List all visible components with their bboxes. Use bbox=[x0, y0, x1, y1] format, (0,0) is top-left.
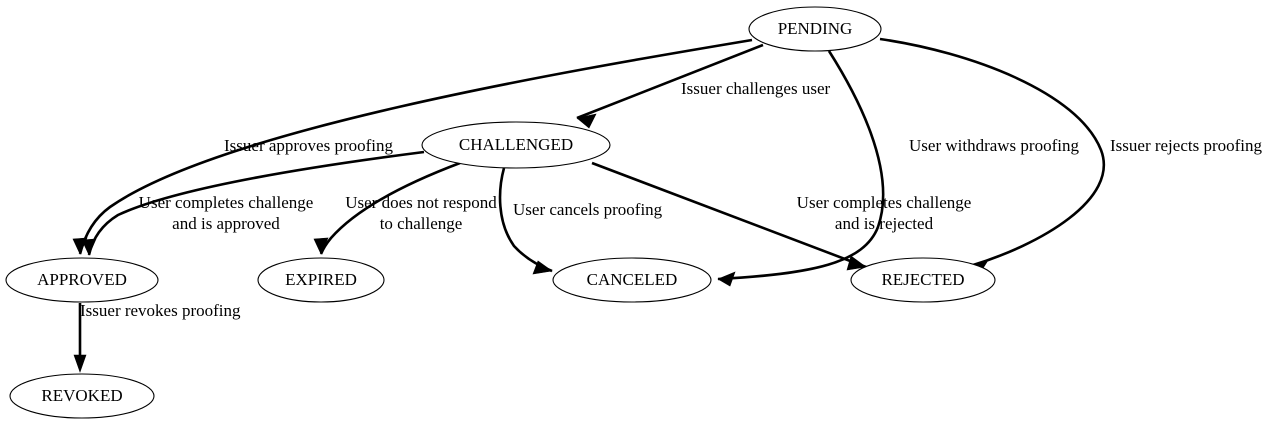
edge-label-challenged-to-approved-completed: User completes challenge and is approved bbox=[139, 193, 314, 233]
arrowhead-icon bbox=[532, 260, 553, 275]
node-shape-ellipse[interactable] bbox=[552, 257, 712, 303]
edge-line bbox=[498, 167, 553, 273]
edge-label-line: User cancels proofing bbox=[513, 200, 663, 219]
edge-label-challenged-to-approved: Issuer approves proofing bbox=[224, 136, 394, 155]
node-challenged[interactable]: CHALLENGED bbox=[421, 121, 611, 169]
edge-label-line: User withdraws proofing bbox=[909, 136, 1079, 155]
nodes-layer: PENDING CHALLENGED APPROVED EXPIRED CANCELED… bbox=[5, 6, 996, 419]
edge-label-challenged-to-canceled: User cancels proofing bbox=[513, 200, 663, 219]
edge-line bbox=[78, 38, 753, 255]
edge-label-line: User completes challenge bbox=[797, 193, 972, 212]
edge-line bbox=[717, 50, 885, 281]
node-shape-ellipse[interactable] bbox=[5, 257, 159, 303]
edge-label-challenged-to-expired: User does not respond to challenge bbox=[345, 193, 497, 233]
node-shape-ellipse[interactable] bbox=[421, 121, 611, 169]
edge-label-line: User completes challenge bbox=[139, 193, 314, 212]
node-label-approved: APPROVED bbox=[37, 270, 127, 289]
node-label-revoked: REVOKED bbox=[41, 386, 122, 405]
node-label-expired: EXPIRED bbox=[285, 270, 357, 289]
arrowhead-icon bbox=[313, 237, 329, 255]
edge-pending-to-canceled bbox=[717, 50, 885, 287]
arrowhead-icon bbox=[717, 271, 736, 287]
node-shape-ellipse[interactable] bbox=[850, 257, 996, 303]
edge-label-approved-to-revoked: Issuer revokes proofing bbox=[80, 301, 241, 320]
edge-line bbox=[591, 161, 867, 269]
edge-label-pending-to-challenged: Issuer challenges user bbox=[681, 79, 831, 98]
node-shape-ellipse[interactable] bbox=[748, 6, 882, 52]
edge-label-line: User does not respond bbox=[345, 193, 497, 212]
edge-line bbox=[87, 150, 425, 256]
edge-label-line: Issuer rejects proofing bbox=[1110, 136, 1263, 155]
edge-label-line: and is rejected bbox=[835, 214, 934, 233]
edge-challenged-to-approved bbox=[81, 150, 425, 256]
edge-label-pending-to-canceled: User withdraws proofing bbox=[909, 136, 1079, 155]
edge-label-line: Issuer revokes proofing bbox=[80, 301, 241, 320]
edge-label-line: and is approved bbox=[172, 214, 280, 233]
edge-challenged-to-canceled bbox=[498, 167, 553, 275]
edge-line bbox=[879, 37, 1105, 268]
edge-challenged-to-expired bbox=[313, 161, 461, 255]
edge-pending-to-rejected bbox=[879, 37, 1105, 277]
node-label-pending: PENDING bbox=[778, 19, 853, 38]
node-label-challenged: CHALLENGED bbox=[459, 135, 573, 154]
node-expired[interactable]: EXPIRED bbox=[257, 257, 385, 303]
edge-label-line: to challenge bbox=[380, 214, 463, 233]
node-shape-ellipse[interactable] bbox=[9, 373, 155, 419]
edge-approved-to-revoked bbox=[73, 303, 87, 373]
arrowhead-icon bbox=[81, 238, 97, 256]
edge-pending-to-challenged bbox=[576, 43, 764, 129]
edge-label-challenged-to-rejected: User completes challenge and is rejected bbox=[797, 193, 972, 233]
node-canceled[interactable]: CANCELED bbox=[552, 257, 712, 303]
edge-label-pending-to-rejected: Issuer rejects proofing bbox=[1110, 136, 1263, 155]
edge-challenged-to-rejected bbox=[591, 161, 867, 271]
arrowhead-icon bbox=[73, 354, 87, 373]
edge-line bbox=[576, 43, 764, 120]
arrowhead-icon bbox=[576, 113, 597, 129]
edge-label-line: Issuer approves proofing bbox=[224, 136, 394, 155]
node-label-canceled: CANCELED bbox=[587, 270, 678, 289]
node-approved[interactable]: APPROVED bbox=[5, 257, 159, 303]
edge-label-line: Issuer challenges user bbox=[681, 79, 831, 98]
node-rejected[interactable]: REJECTED bbox=[850, 257, 996, 303]
node-shape-ellipse[interactable] bbox=[257, 257, 385, 303]
node-label-rejected: REJECTED bbox=[881, 270, 964, 289]
arrowhead-icon bbox=[846, 255, 867, 271]
node-revoked[interactable]: REVOKED bbox=[9, 373, 155, 419]
node-pending[interactable]: PENDING bbox=[748, 6, 882, 52]
